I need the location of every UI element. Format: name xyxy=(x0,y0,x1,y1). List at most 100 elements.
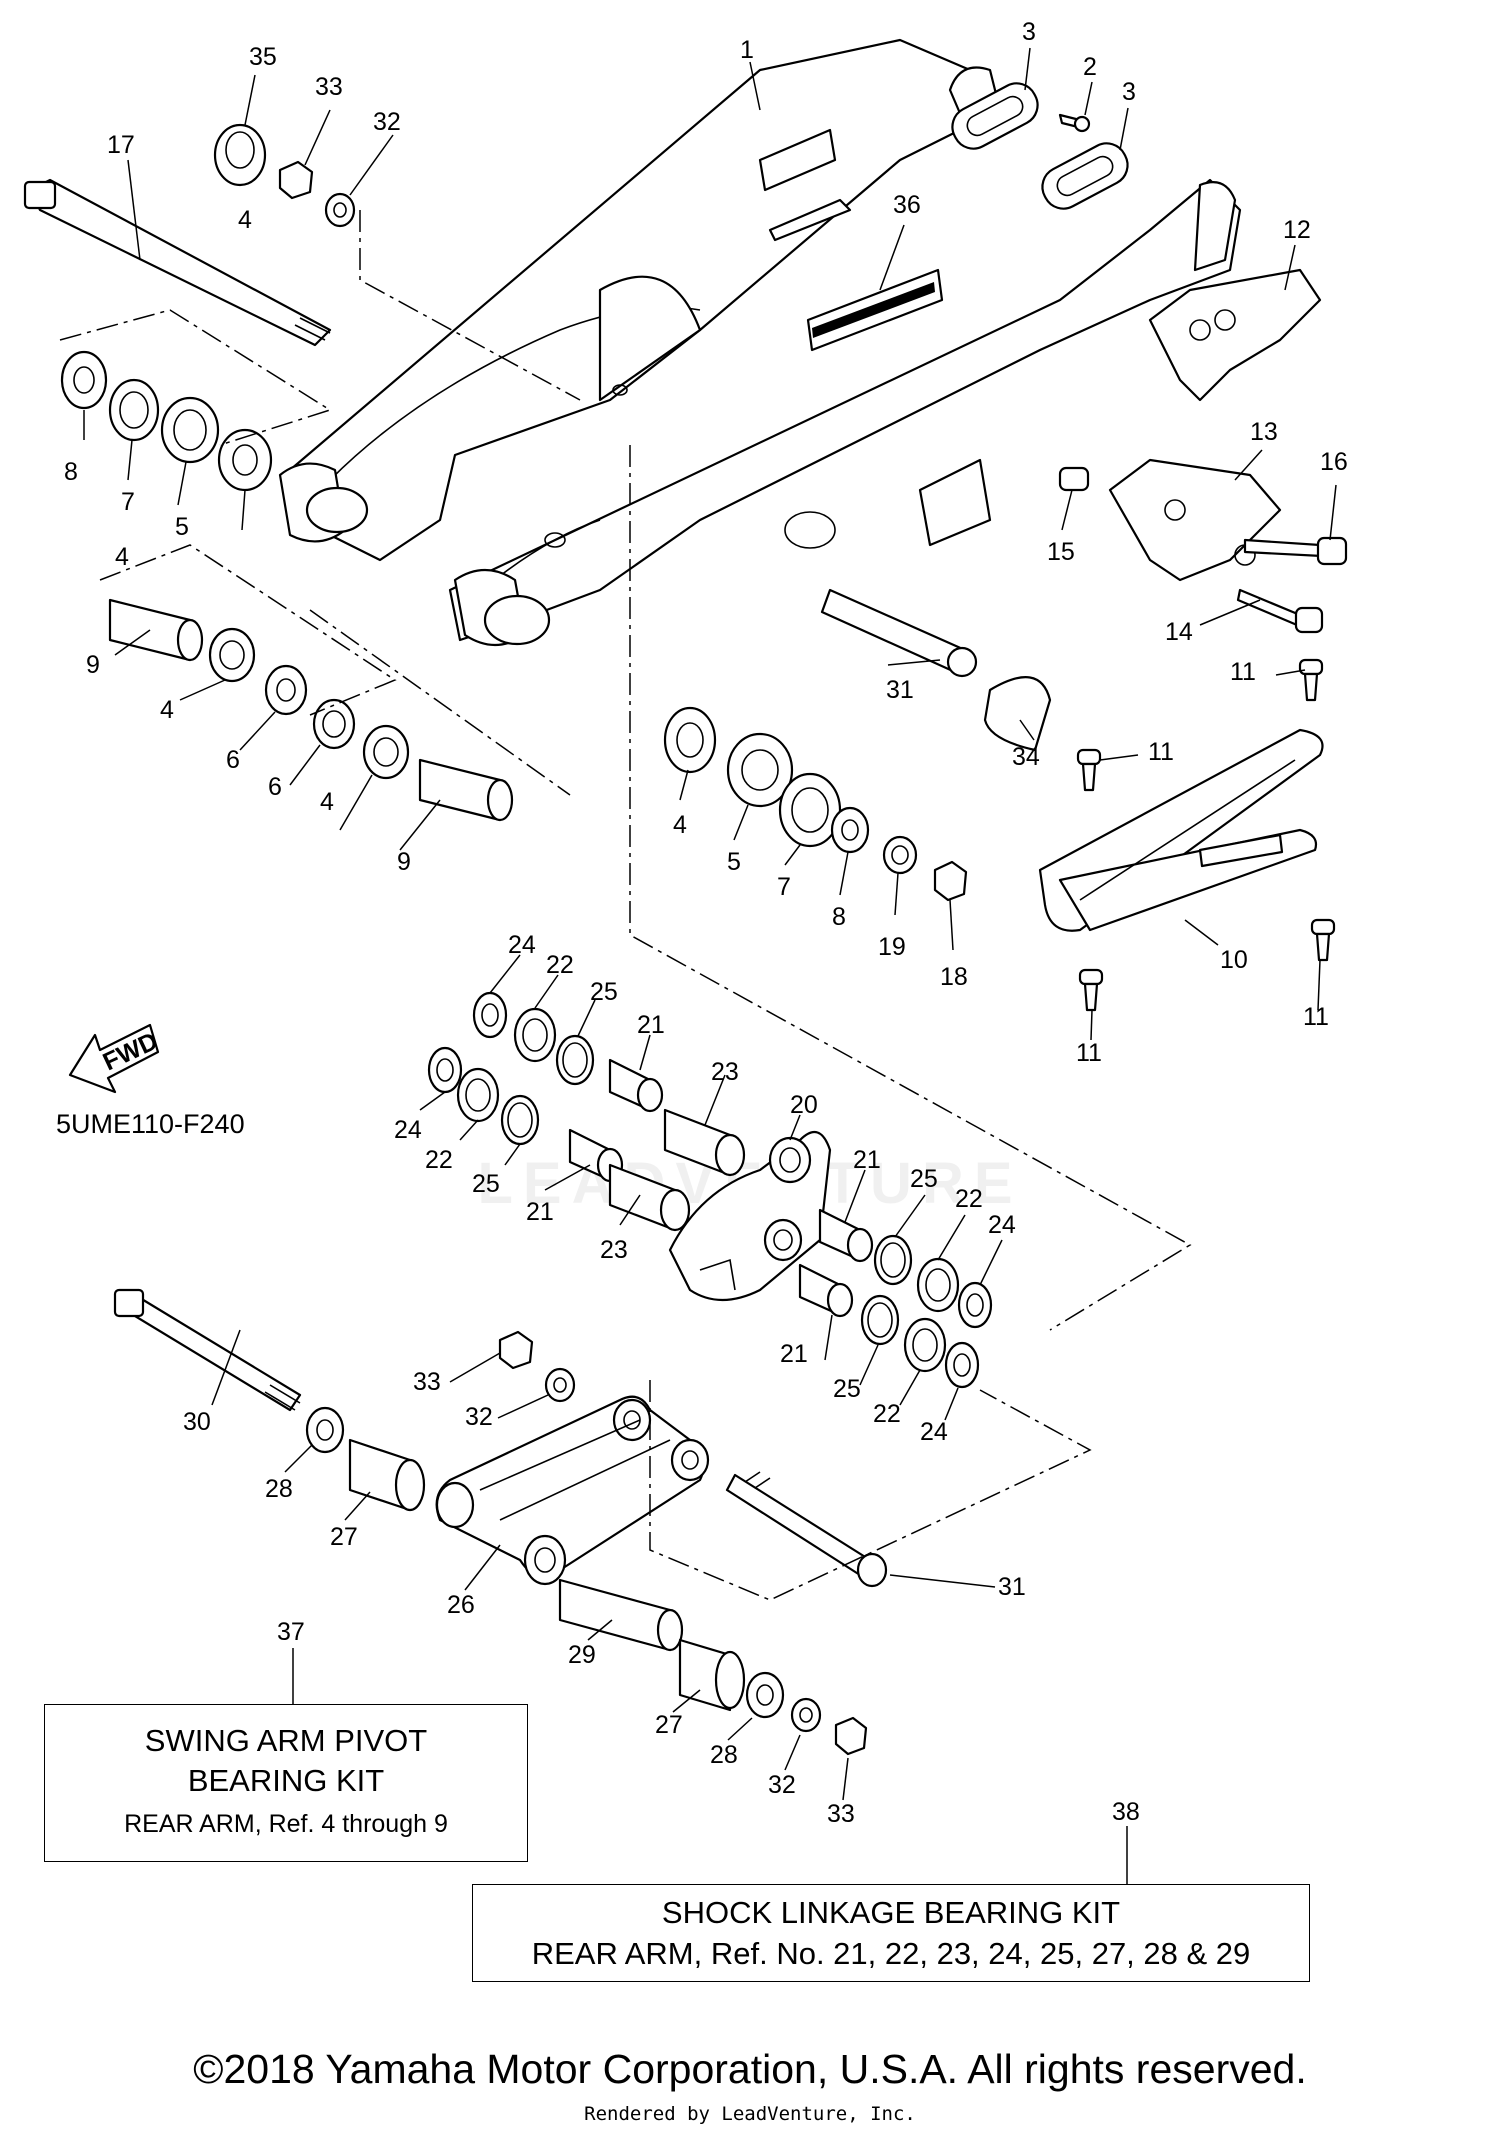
relay-bearings xyxy=(427,991,993,1389)
callout-24: 24 xyxy=(920,1418,948,1446)
callout-5: 5 xyxy=(727,848,741,876)
callout-25: 25 xyxy=(472,1170,500,1198)
callout-29: 29 xyxy=(568,1641,596,1669)
callout-18: 18 xyxy=(940,963,968,991)
callout-33: 33 xyxy=(827,1800,855,1828)
callout-33: 33 xyxy=(315,73,343,101)
callout-numbers: 1 2 3 3 4 4 4 4 4 5 5 6 6 7 7 8 8 9 9 10… xyxy=(64,18,1348,1828)
callout-6: 6 xyxy=(226,746,240,774)
callout-32: 32 xyxy=(373,108,401,136)
callout-22: 22 xyxy=(425,1146,453,1174)
callout-11: 11 xyxy=(1148,738,1174,766)
callout-12: 12 xyxy=(1283,216,1311,244)
pivot-bearing-kit-box: SWING ARM PIVOT BEARING KIT REAR ARM, Re… xyxy=(44,1704,528,1862)
adjusting-plates xyxy=(951,82,1129,210)
callout-2: 2 xyxy=(1083,53,1097,81)
callout-3: 3 xyxy=(1022,18,1036,46)
callout-4: 4 xyxy=(160,696,174,724)
callout-23: 23 xyxy=(600,1236,628,1264)
callout-24: 24 xyxy=(988,1211,1016,1239)
slider-screws xyxy=(1076,658,1336,1012)
callout-14: 14 xyxy=(1165,618,1193,646)
callout-9: 9 xyxy=(86,651,100,679)
callout-22: 22 xyxy=(955,1185,983,1213)
callout-25: 25 xyxy=(910,1165,938,1193)
shock-kit-line2: REAR ARM, Ref. No. 21, 22, 23, 24, 25, 2… xyxy=(531,1936,1251,1971)
rendered-by-notice: Rendered by LeadVenture, Inc. xyxy=(584,2103,916,2125)
lower-bolt-31 xyxy=(725,1471,888,1588)
callout-33: 33 xyxy=(413,1368,441,1396)
callout-16: 16 xyxy=(1320,448,1348,476)
shock-linkage-kit-box: SHOCK LINKAGE BEARING KIT REAR ARM, Ref.… xyxy=(472,1884,1310,1982)
callout-7: 7 xyxy=(121,488,135,516)
chain-slider xyxy=(1038,728,1324,932)
callout-31: 31 xyxy=(998,1573,1026,1601)
callout-4: 4 xyxy=(320,788,334,816)
callout-22: 22 xyxy=(546,951,574,979)
callout-21: 21 xyxy=(780,1340,808,1368)
callout-27: 27 xyxy=(330,1523,358,1551)
connecting-rod xyxy=(435,1395,710,1586)
callout-25: 25 xyxy=(590,978,618,1006)
pivot-kit-line1: SWING ARM PIVOT xyxy=(144,1723,428,1758)
callout-11: 11 xyxy=(1230,658,1256,686)
callout-17: 17 xyxy=(107,131,135,159)
callout-25: 25 xyxy=(833,1375,861,1403)
callout-38: 38 xyxy=(1112,1798,1140,1826)
lower-collars xyxy=(305,1330,868,1756)
callout-36: 36 xyxy=(893,191,921,219)
pivot-bearings xyxy=(60,350,514,822)
upper-link-bearings xyxy=(663,706,968,902)
callout-24: 24 xyxy=(508,931,536,959)
shock-kit-line1: SHOCK LINKAGE BEARING KIT xyxy=(661,1895,1121,1930)
pivot-kit-line3: REAR ARM, Ref. 4 through 9 xyxy=(124,1810,448,1838)
callout-21: 21 xyxy=(526,1198,554,1226)
callout-22: 22 xyxy=(873,1400,901,1428)
part-code: 5UME110-F240 xyxy=(56,1109,245,1139)
relay-arm xyxy=(668,1130,832,1301)
leader-lines xyxy=(83,47,1337,1888)
callout-8: 8 xyxy=(64,458,78,486)
swing-arm xyxy=(278,38,1242,646)
callout-23: 23 xyxy=(711,1058,739,1086)
chain-guides xyxy=(1058,268,1348,634)
pivot-shaft xyxy=(23,178,332,347)
callout-34: 34 xyxy=(1012,743,1040,771)
callout-27: 27 xyxy=(655,1711,683,1739)
pivot-kit-line2: BEARING KIT xyxy=(187,1763,385,1798)
top-left-fasteners xyxy=(213,123,356,228)
linkage-pivot-bolt-upper xyxy=(820,588,1052,752)
callout-10: 10 xyxy=(1220,946,1248,974)
callout-3: 3 xyxy=(1122,78,1136,106)
callout-5: 5 xyxy=(175,513,189,541)
callout-21: 21 xyxy=(853,1146,881,1174)
callout-8: 8 xyxy=(832,903,846,931)
callout-4: 4 xyxy=(115,543,129,571)
callout-9: 9 xyxy=(397,848,411,876)
callout-15: 15 xyxy=(1047,538,1075,566)
callout-11: 11 xyxy=(1076,1039,1102,1067)
callout-7: 7 xyxy=(777,873,791,901)
callout-20: 20 xyxy=(790,1091,818,1119)
callout-31: 31 xyxy=(886,676,914,704)
decal xyxy=(806,268,944,352)
fwd-arrow: FWD xyxy=(68,1023,162,1094)
callout-28: 28 xyxy=(265,1475,293,1503)
lower-bolt-30 xyxy=(113,1288,302,1412)
callout-28: 28 xyxy=(710,1741,738,1769)
callout-1: 1 xyxy=(740,36,754,64)
callout-4: 4 xyxy=(673,811,687,839)
callout-26: 26 xyxy=(447,1591,475,1619)
callout-30: 30 xyxy=(183,1408,211,1436)
callout-6: 6 xyxy=(268,773,282,801)
callout-13: 13 xyxy=(1250,418,1278,446)
callout-21: 21 xyxy=(637,1011,665,1039)
callout-35: 35 xyxy=(249,43,277,71)
callout-32: 32 xyxy=(768,1771,796,1799)
callout-24: 24 xyxy=(394,1116,422,1144)
copyright-notice: ©2018 Yamaha Motor Corporation, U.S.A. A… xyxy=(193,2046,1307,2092)
alignment-lines xyxy=(59,210,1192,1601)
callout-4: 4 xyxy=(238,206,252,234)
callout-37: 37 xyxy=(277,1618,305,1646)
